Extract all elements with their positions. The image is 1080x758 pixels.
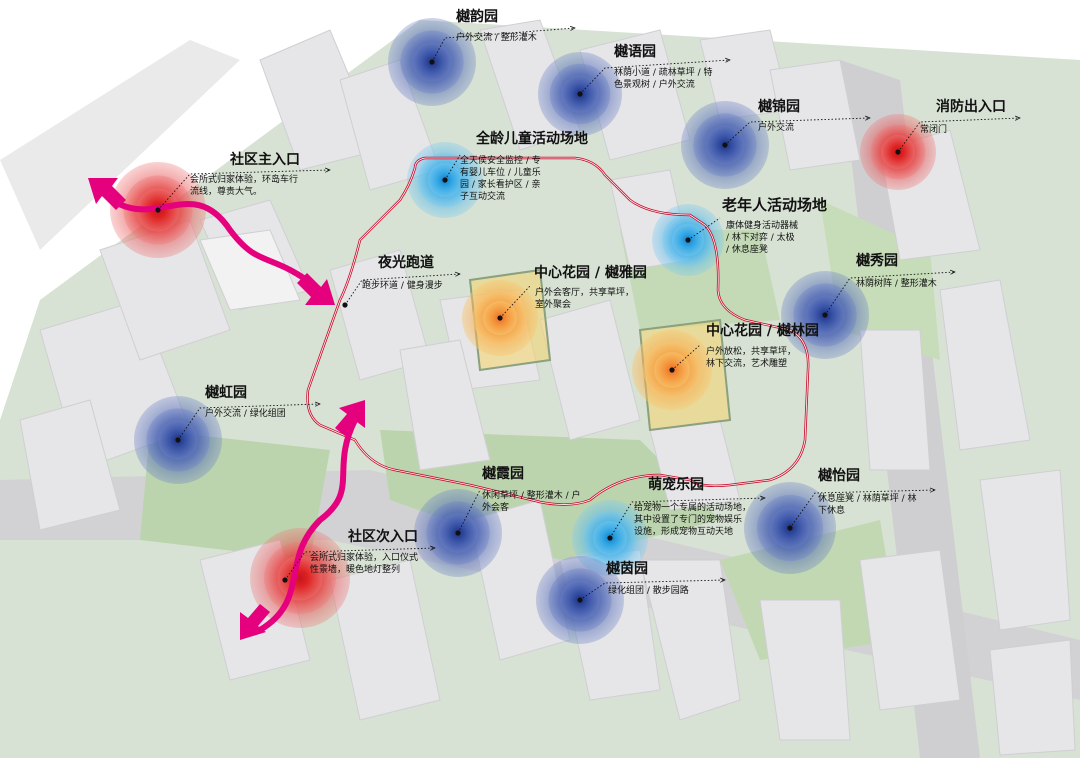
zone-title: 社区主入口 [230, 149, 300, 169]
zone-dot-night [342, 302, 347, 307]
zone-title: 中心花园 / 樾雅园 [534, 262, 647, 282]
zone-desc: 会所式归家体验，入口仪式 性景墙，暖色地灯整列 [310, 552, 418, 576]
zone-desc: 户外交流 [758, 122, 794, 134]
zone-dot-pets [607, 535, 612, 540]
zone-title: 樾语园 [614, 41, 656, 61]
zone-dot-yuhong [175, 437, 180, 442]
zone-title: 樾锦园 [758, 96, 800, 116]
zone-title: 全龄儿童活动场地 [476, 128, 588, 148]
zone-desc: 休息座凳 / 林荫草坪 / 林 下休息 [818, 493, 917, 517]
zone-title: 夜光跑道 [378, 252, 434, 272]
zone-dot-center2 [669, 367, 674, 372]
zone-dot-yuxiu [822, 312, 827, 317]
zone-title: 社区次入口 [348, 526, 418, 546]
zone-title: 樾霞园 [482, 463, 524, 483]
zone-dot-yuyi [787, 525, 792, 530]
zone-dot-fire [895, 149, 900, 154]
zone-dot-kids [442, 177, 447, 182]
zone-dot-center1 [497, 315, 502, 320]
zone-dot-yujin [722, 142, 727, 147]
zone-desc: 户外会客厅，共享草坪， 室外聚会 [535, 287, 634, 311]
zone-dot-yuxia [455, 530, 460, 535]
zone-title: 樾秀园 [856, 250, 898, 270]
zone-desc: 林荫树阵 / 整形灌木 [856, 278, 937, 290]
zone-desc: 户外交流 / 整形灌木 [456, 32, 537, 44]
zone-title: 樾韵园 [456, 6, 498, 26]
zone-dot-yuyu [577, 91, 582, 96]
zone-desc: 户外放松，共享草坪， 林下交流，艺术雕塑 [706, 346, 796, 370]
zone-desc: 林荫小道 / 疏林草坪 / 特 色景观树 / 户外交流 [614, 67, 713, 91]
zone-dot-main [155, 207, 160, 212]
zone-title: 樾茵园 [606, 558, 648, 578]
zone-desc: 康体健身活动器械 / 林下对弈 / 太极 / 休息座凳 [726, 220, 798, 256]
zone-title: 消防出入口 [936, 96, 1006, 116]
zone-dot-second [282, 577, 287, 582]
zone-desc: 跑步环道 / 健身漫步 [362, 280, 443, 292]
zone-title: 老年人活动场地 [722, 194, 827, 215]
zone-title: 樾怡园 [818, 465, 860, 485]
zone-desc: 户外交流 / 绿化组团 [205, 408, 286, 420]
zone-desc: 常闭门 [920, 124, 947, 136]
zone-desc: 全天侯安全监控 / 专 有婴儿车位 / 儿童乐 园 / 家长看护区 / 亲 子互… [460, 155, 541, 203]
zone-dot-yuyin [577, 597, 582, 602]
zone-title: 中心花园 / 樾林园 [706, 320, 819, 340]
zone-dot-elder [685, 237, 690, 242]
zone-title: 樾虹园 [205, 382, 247, 402]
zone-desc: 绿化组团 / 散步园路 [608, 585, 689, 597]
zone-desc: 休闲草坪 / 整形灌木 / 户 外会客 [482, 490, 581, 514]
zone-desc: 给宠物一个专属的活动场地， 其中设置了专门的宠物娱乐 设施，形成宠物互动天地 [634, 502, 751, 538]
zone-dot-yuyun [429, 59, 434, 64]
zone-desc: 会所式归家体验，环岛车行 流线，尊贵大气。 [190, 174, 298, 198]
zone-title: 萌宠乐园 [648, 474, 704, 494]
